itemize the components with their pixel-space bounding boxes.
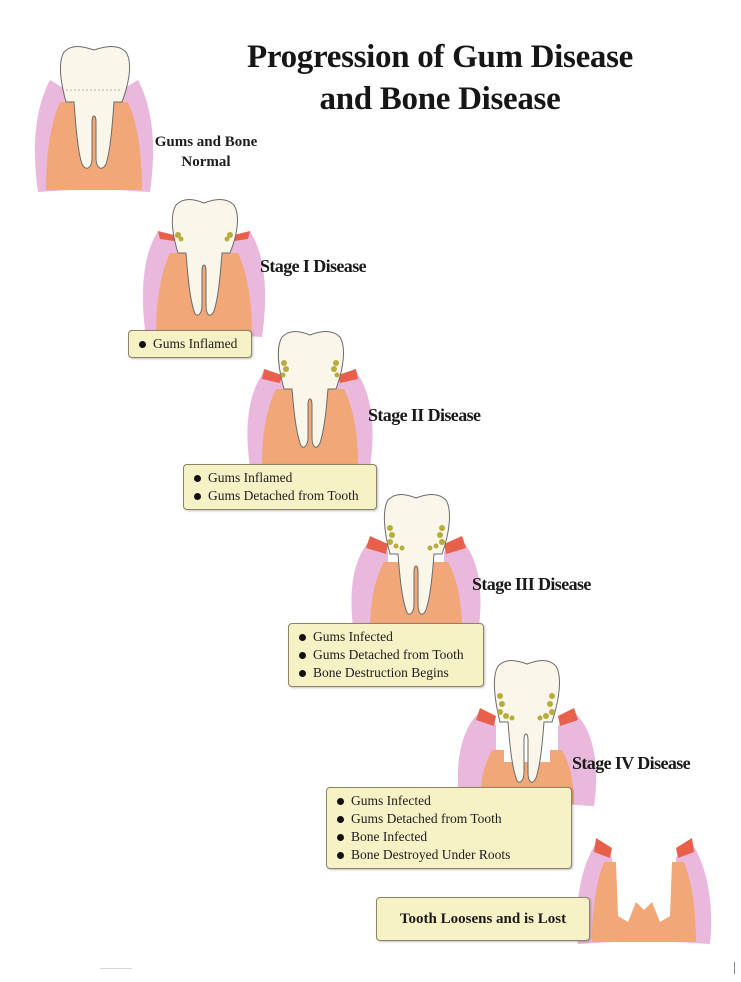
stage-label-3: Stage III Disease <box>472 574 591 594</box>
symptom-item: Gums Inflamed <box>192 469 368 487</box>
scan-mark <box>734 962 735 974</box>
tooth-shape <box>383 494 450 615</box>
stage-label-2: Stage II Disease <box>368 405 481 425</box>
symptom-box-stage-1: Gums Inflamed <box>128 330 252 358</box>
final-stage-box: Tooth Loosens and is Lost <box>376 897 590 941</box>
tooth-stage-2-illustration <box>247 331 373 467</box>
tartar-deposit <box>497 693 555 721</box>
tooth-stage-1-illustration <box>142 199 266 337</box>
symptom-item: Bone Destruction Begins <box>297 664 475 682</box>
bone-tissue <box>46 102 142 190</box>
bone-tissue <box>262 389 358 465</box>
tooth-shape <box>59 46 130 169</box>
tooth-shape <box>277 331 344 448</box>
symptom-item: Gums Inflamed <box>137 335 243 353</box>
tooth-stage-3-illustration <box>351 494 481 634</box>
symptom-item: Gums Detached from Tooth <box>335 810 563 828</box>
tartar-deposit <box>175 232 233 242</box>
symptom-item: Gums Infected <box>297 628 475 646</box>
title-line-2: and Bone Disease <box>319 81 561 117</box>
stage-label-normal: Gums and Bone Normal <box>154 134 258 170</box>
symptom-item: Bone Infected <box>335 828 563 846</box>
scan-mark <box>100 968 132 969</box>
inflamed-gum <box>158 231 250 241</box>
tooth-shape <box>171 199 238 316</box>
tartar-deposit <box>280 360 340 378</box>
diagram-title: Progression of Gum Disease and Bone Dise… <box>180 36 700 120</box>
stage-label-4: Stage IV Disease <box>572 753 691 773</box>
inflamed-gum <box>366 536 466 554</box>
bone-tissue <box>592 862 696 942</box>
bone-tissue <box>156 253 252 335</box>
inflamed-gum <box>594 838 694 858</box>
tartar-deposit <box>387 525 445 551</box>
symptom-item: Gums Infected <box>335 792 563 810</box>
symptom-item: Gums Detached from Tooth <box>297 646 475 664</box>
tooth-normal-illustration <box>34 46 154 192</box>
title-line-1: Progression of Gum Disease <box>246 39 634 75</box>
lost-tooth-socket-illustration <box>576 838 712 944</box>
tooth-shape <box>493 660 560 783</box>
stage-label-1: Stage I Disease <box>260 256 367 276</box>
symptom-item: Gums Detached from Tooth <box>192 487 368 505</box>
symptom-item: Bone Destroyed Under Roots <box>335 846 563 864</box>
bone-tissue <box>370 562 462 632</box>
